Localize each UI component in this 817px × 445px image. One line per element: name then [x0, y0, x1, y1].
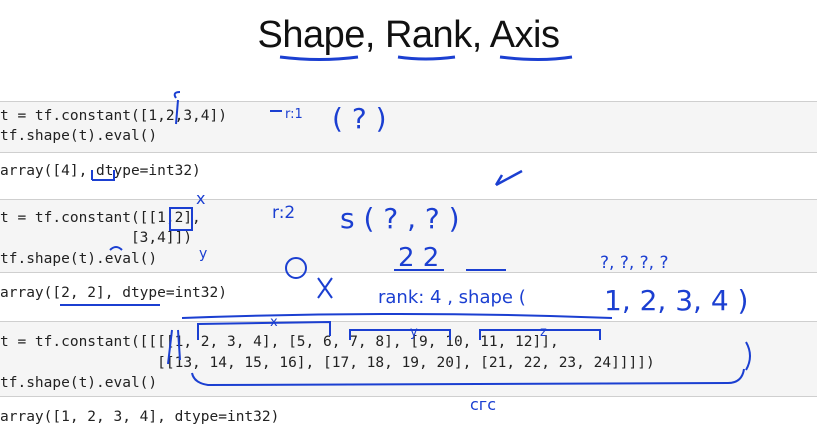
code-line: t = tf.constant([[[[1, 2, 3, 4], [5, 6, … [0, 334, 559, 350]
code-line: t = tf.constant([[1,2], [0, 210, 201, 226]
code-line: tf.shape(t).eval() [0, 128, 158, 144]
code-cell-2-input[interactable]: t = tf.constant([[1,2], [3,4]]) tf.shape… [0, 199, 817, 273]
annotation-rank-shape: rank: 4 , shape ( [378, 287, 526, 308]
annotation-bottom-scribble: сгс [470, 395, 496, 414]
code-cell-1-output: array([4], dtype=int32) [0, 163, 201, 179]
code-cell-3-output: array([1, 2, 3, 4], dtype=int32) [0, 409, 280, 425]
page-title: Shape, Rank, Axis [257, 14, 560, 56]
annotation-shape-values: 1, 2, 3, 4 ) [604, 284, 748, 317]
code-line: [3,4]]) [0, 230, 193, 246]
code-cell-1-input[interactable]: t = tf.constant([1,2,3,4]) tf.shape(t).e… [0, 101, 817, 153]
code-cell-2-output: array([2, 2], dtype=int32) [0, 285, 227, 301]
code-line: [[13, 14, 15, 16], [17, 18, 19, 20], [21… [0, 355, 655, 371]
code-line: t = tf.constant([1,2,3,4]) [0, 108, 227, 124]
code-line: tf.shape(t).eval() [0, 251, 158, 267]
code-line: tf.shape(t).eval() [0, 375, 158, 391]
code-cell-3-input[interactable]: t = tf.constant([[[[1, 2, 3, 4], [5, 6, … [0, 321, 817, 397]
